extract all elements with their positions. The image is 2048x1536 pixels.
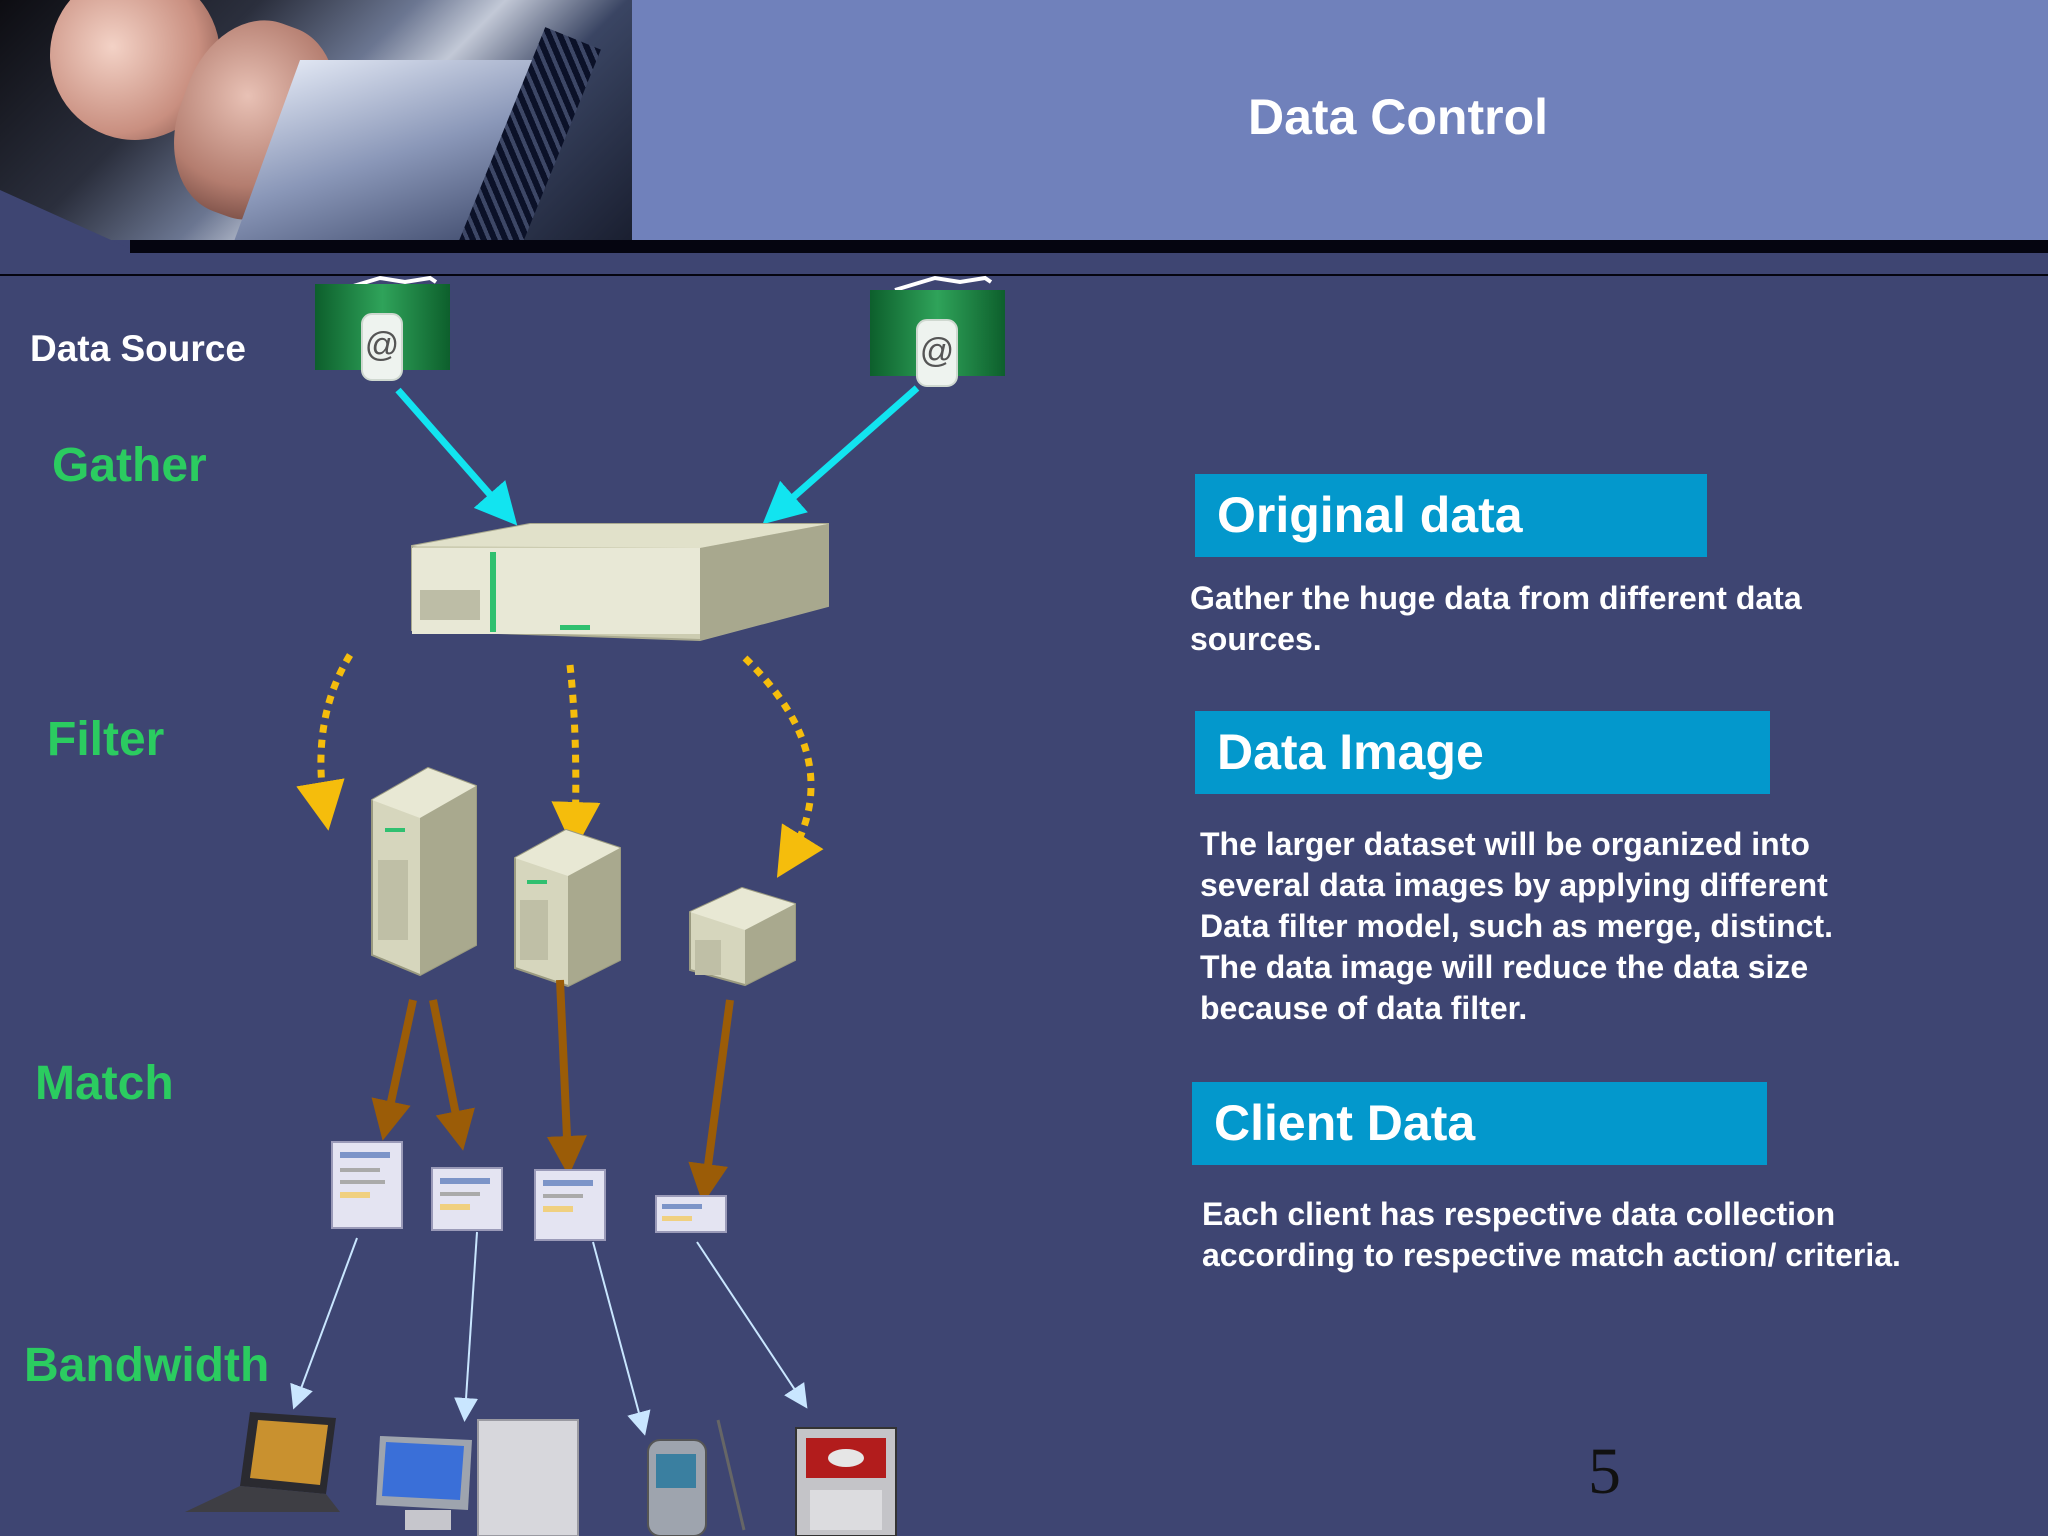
- label-match: Match: [35, 1057, 174, 1110]
- panel-heading-client-data: Client Data: [1192, 1082, 1767, 1165]
- match-arrow: [546, 979, 587, 1176]
- panel-heading-data-image: Data Image: [1195, 711, 1770, 794]
- mobile-phone-icon: [795, 1427, 897, 1536]
- page-number: 5: [1588, 1435, 1621, 1508]
- gather-arrow: [395, 387, 518, 526]
- svg-text:@: @: [920, 332, 955, 370]
- central-server-icon: [411, 523, 829, 642]
- panel-text-original-data: Gather the huge data from different data…: [1190, 580, 1802, 657]
- mail-source-icon: @: [870, 275, 1005, 387]
- bandwidth-arrow: [290, 1237, 358, 1410]
- mail-source-icon: @: [315, 275, 450, 381]
- laptop-icon: [185, 1412, 340, 1512]
- filter-arrow: [551, 664, 601, 851]
- pda-phone-icon: [647, 1419, 746, 1536]
- label-bandwidth: Bandwidth: [24, 1339, 270, 1392]
- panel-text-client-data: Each client has respective data collecti…: [1202, 1196, 1901, 1273]
- bandwidth-arrow: [592, 1241, 651, 1436]
- client-data-icon: [431, 1167, 503, 1231]
- header-divider: [130, 240, 2048, 253]
- filter-server-icon: [689, 886, 796, 987]
- slide-title: Data Control: [1248, 89, 1548, 145]
- label-gather: Gather: [52, 439, 207, 492]
- filter-server-icon: [514, 828, 621, 988]
- header-divider-thin: [0, 274, 2048, 276]
- filter-arrow: [296, 653, 353, 831]
- applause-photo: [0, 0, 632, 240]
- panel-heading-original-data: Original data: [1195, 474, 1707, 557]
- bandwidth-arrow: [454, 1231, 479, 1422]
- client-data-icon: [534, 1169, 606, 1241]
- desktop-computer-icon: [376, 1419, 579, 1536]
- filter-arrow: [742, 655, 824, 878]
- label-filter: Filter: [47, 713, 165, 766]
- filter-server-icon: [371, 766, 477, 977]
- match-arrow: [429, 999, 475, 1151]
- svg-text:@: @: [365, 326, 400, 364]
- gather-arrow: [762, 385, 920, 525]
- label-data-source: Data Source: [30, 328, 246, 369]
- bandwidth-arrow: [696, 1241, 808, 1409]
- match-arrow: [371, 999, 417, 1141]
- client-data-icon: [331, 1141, 403, 1229]
- match-arrow: [688, 999, 734, 1204]
- panel-text-data-image: The larger dataset will be organized int…: [1200, 826, 1834, 1026]
- client-data-icon: [655, 1195, 727, 1233]
